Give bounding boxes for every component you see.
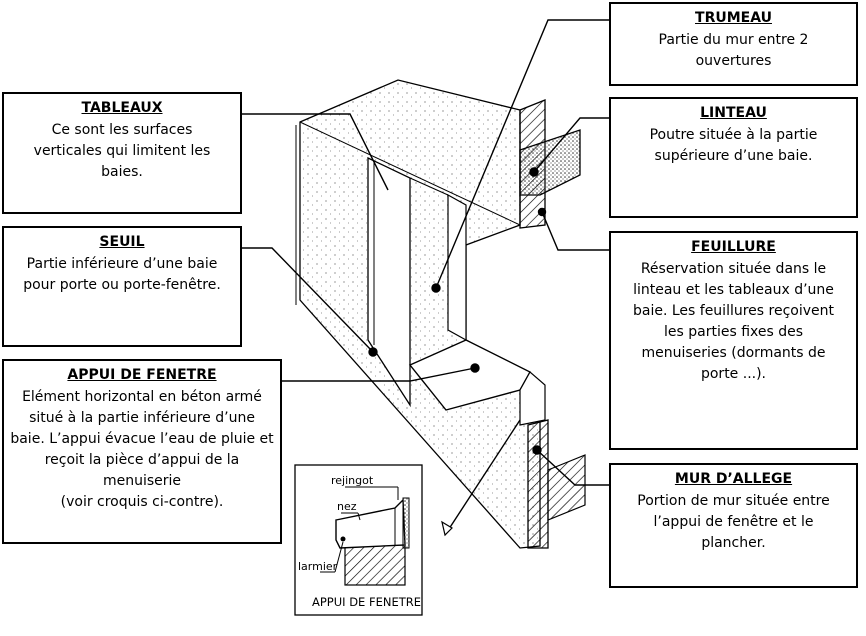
appui-box: APPUI DE FENETRE Elément horizontal en b… (2, 359, 282, 544)
inset-label-nez: nez (337, 500, 357, 513)
inset-label-rejingot: rejingot (331, 474, 374, 487)
mur-allege-description: Portion de mur située entre l’appui de f… (637, 493, 830, 551)
window-sill (408, 339, 546, 426)
appui-description: Elément horizontal en béton armé situé à… (10, 389, 274, 510)
seuil-box: SEUIL Partie inférieure d’une baie pour … (2, 226, 242, 347)
inset-sketch: rejingot nez larmier APPUI DE FENETRE (294, 464, 423, 616)
inset-label-larmier: larmier (298, 560, 338, 573)
leader-lines (242, 19, 609, 537)
feuillure-description: Réservation située dans le linteau et le… (632, 261, 835, 382)
linteau-box: LINTEAU Poutre située à la partie supéri… (609, 97, 858, 218)
trumeau-description: Partie du mur entre 2 ouvertures (658, 32, 809, 69)
seuil-description: Partie inférieure d’une baie pour porte … (23, 256, 221, 293)
wall-body (295, 79, 541, 549)
lintel-section (519, 99, 581, 229)
inset-title: APPUI DE FENETRE (312, 595, 421, 609)
trumeau-box: TRUMEAU Partie du mur entre 2 ouvertures (609, 2, 858, 86)
appui-title: APPUI DE FENETRE (67, 367, 217, 383)
linteau-title: LINTEAU (700, 105, 767, 121)
linteau-description: Poutre située à la partie supérieure d’u… (649, 127, 818, 164)
feuillure-title: FEUILLURE (691, 239, 776, 255)
tableaux-description: Ce sont les surfaces verticales qui limi… (33, 122, 211, 180)
feuillure-box: FEUILLURE Réservation située dans le lin… (609, 231, 858, 450)
mur-allege-title: MUR D’ALLEGE (674, 471, 793, 487)
mur-allege-box: MUR D’ALLEGE Portion de mur située entre… (609, 463, 858, 588)
allege-section (527, 419, 586, 549)
tableaux-title: TABLEAUX (81, 100, 163, 116)
trumeau-title: TRUMEAU (695, 10, 772, 26)
seuil-title: SEUIL (99, 234, 145, 250)
tableaux-box: TABLEAUX Ce sont les surfaces verticales… (2, 92, 242, 214)
